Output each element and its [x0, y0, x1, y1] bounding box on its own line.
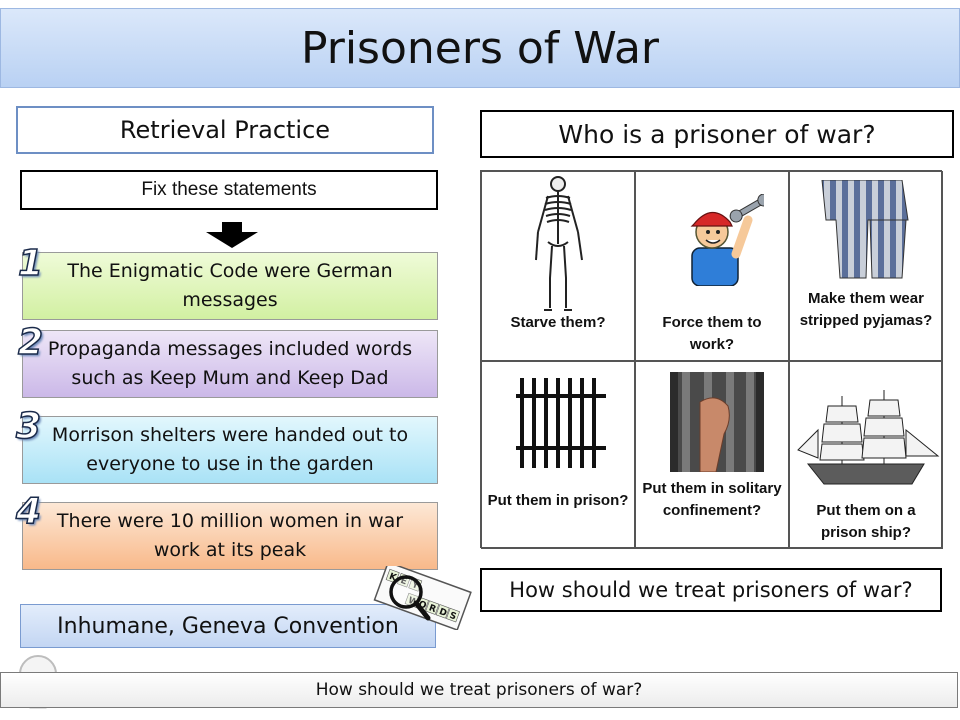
down-arrow-icon	[206, 222, 258, 248]
worker-icon	[690, 194, 764, 286]
page-title: Prisoners of War	[0, 8, 960, 88]
option-label-prison: Put them in prison?	[487, 492, 629, 509]
statement-number-3: 3	[15, 405, 42, 448]
statement-1: The Enigmatic Code were German messages	[22, 252, 438, 320]
hand-on-bars-icon	[670, 372, 764, 472]
statement-2: Propaganda messages included words such …	[22, 330, 438, 398]
svg-text:E: E	[399, 576, 408, 588]
svg-text:R: R	[427, 603, 437, 615]
option-label-work: Force them to work?	[662, 314, 762, 353]
option-cell-work: Force them to work?	[635, 171, 789, 361]
option-label-solitary: Put them in solitary confinement?	[642, 480, 782, 519]
option-cell-pyjamas: Make them wear stripped pyjamas?	[789, 171, 943, 361]
retrieval-practice-heading: Retrieval Practice	[16, 106, 434, 154]
svg-text:O: O	[417, 600, 428, 612]
option-cell-starve: Starve them?	[481, 171, 635, 361]
svg-text:S: S	[448, 611, 458, 623]
skeleton-icon	[535, 176, 583, 311]
option-cell-ship: Put them on a prison ship?	[789, 361, 943, 549]
statement-4: There were 10 million women in war work …	[22, 502, 438, 570]
keywords-magnifier-icon: KEYWORDS	[373, 566, 472, 630]
prison-bars-icon	[516, 378, 606, 468]
option-label-starve: Starve them?	[510, 314, 606, 331]
option-label-pyjamas: Make them wear stripped pyjamas?	[799, 290, 933, 329]
statement-number-1: 1	[17, 242, 44, 285]
sailing-ship-icon	[797, 390, 940, 485]
statement-number-2: 2	[17, 321, 44, 364]
who-question-heading: Who is a prisoner of war?	[480, 110, 954, 158]
footer-bar: How should we treat prisoners of war?	[0, 672, 958, 708]
option-cell-solitary: Put them in solitary confinement?	[635, 361, 789, 549]
svg-text:Y: Y	[409, 580, 420, 592]
instruction-box: Fix these statements	[20, 170, 438, 210]
statement-number-4: 4	[15, 490, 42, 533]
option-label-ship: Put them on a prison ship?	[816, 502, 916, 541]
treat-question-box: How should we treat prisoners of war?	[480, 568, 942, 612]
statement-3: Morrison shelters were handed out to eve…	[22, 416, 438, 484]
svg-text:K: K	[388, 572, 399, 584]
option-cell-prison: Put them in prison?	[481, 361, 635, 549]
keywords-box: Inhumane, Geneva Convention	[20, 604, 436, 648]
svg-text:D: D	[438, 607, 448, 619]
options-grid: Starve them? Force them to work?	[480, 170, 943, 549]
striped-pyjamas-icon	[821, 180, 909, 279]
